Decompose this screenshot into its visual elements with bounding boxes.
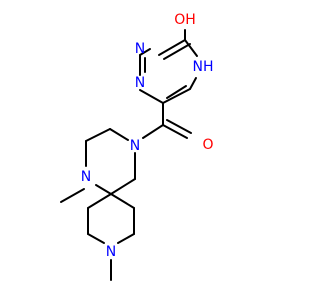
hydroxyl-label: OH: [174, 12, 196, 28]
bond: [110, 193, 135, 209]
pyrazine-ring-bonds: [139, 29, 198, 104]
bond: [162, 88, 191, 104]
piperidine-ring-bonds: [87, 193, 135, 281]
amide-nitrogen-label: N: [130, 138, 140, 154]
bond: [87, 233, 105, 244]
amide-bonds: [142, 102, 192, 139]
bond: [162, 124, 188, 139]
bond: [87, 193, 112, 209]
molecular-structure-diagram: OH NH N N O N N N: [60, 12, 214, 281]
bond: [110, 178, 136, 195]
piperidine-nitrogen-label: N: [106, 244, 116, 260]
molecule-canvas: OH NH N N O N N N: [60, 12, 214, 281]
bond: [60, 188, 85, 203]
bond: [109, 128, 129, 141]
bond: [139, 89, 164, 104]
bond: [166, 119, 192, 134]
bond: [184, 39, 198, 57]
carbonyl-oxygen-label: O: [202, 137, 213, 153]
bond: [158, 39, 186, 56]
bond: [142, 124, 164, 139]
spiro-nitrogen-label: N: [81, 169, 91, 185]
pyrazine-nitrogen-top-label: N: [135, 41, 145, 57]
pyrazine-nitrogen-bottom-label: N: [135, 75, 145, 91]
atom-labels: OH NH N N O N N N: [81, 12, 214, 260]
bond: [163, 43, 191, 60]
bond: [166, 85, 187, 99]
piperazine-ring-bonds: [60, 128, 136, 203]
bond: [189, 77, 197, 90]
pyrazine-nh-label: NH: [193, 59, 214, 75]
bond: [95, 184, 112, 195]
bond: [139, 48, 151, 56]
bond: [85, 128, 111, 142]
bond: [117, 233, 135, 244]
